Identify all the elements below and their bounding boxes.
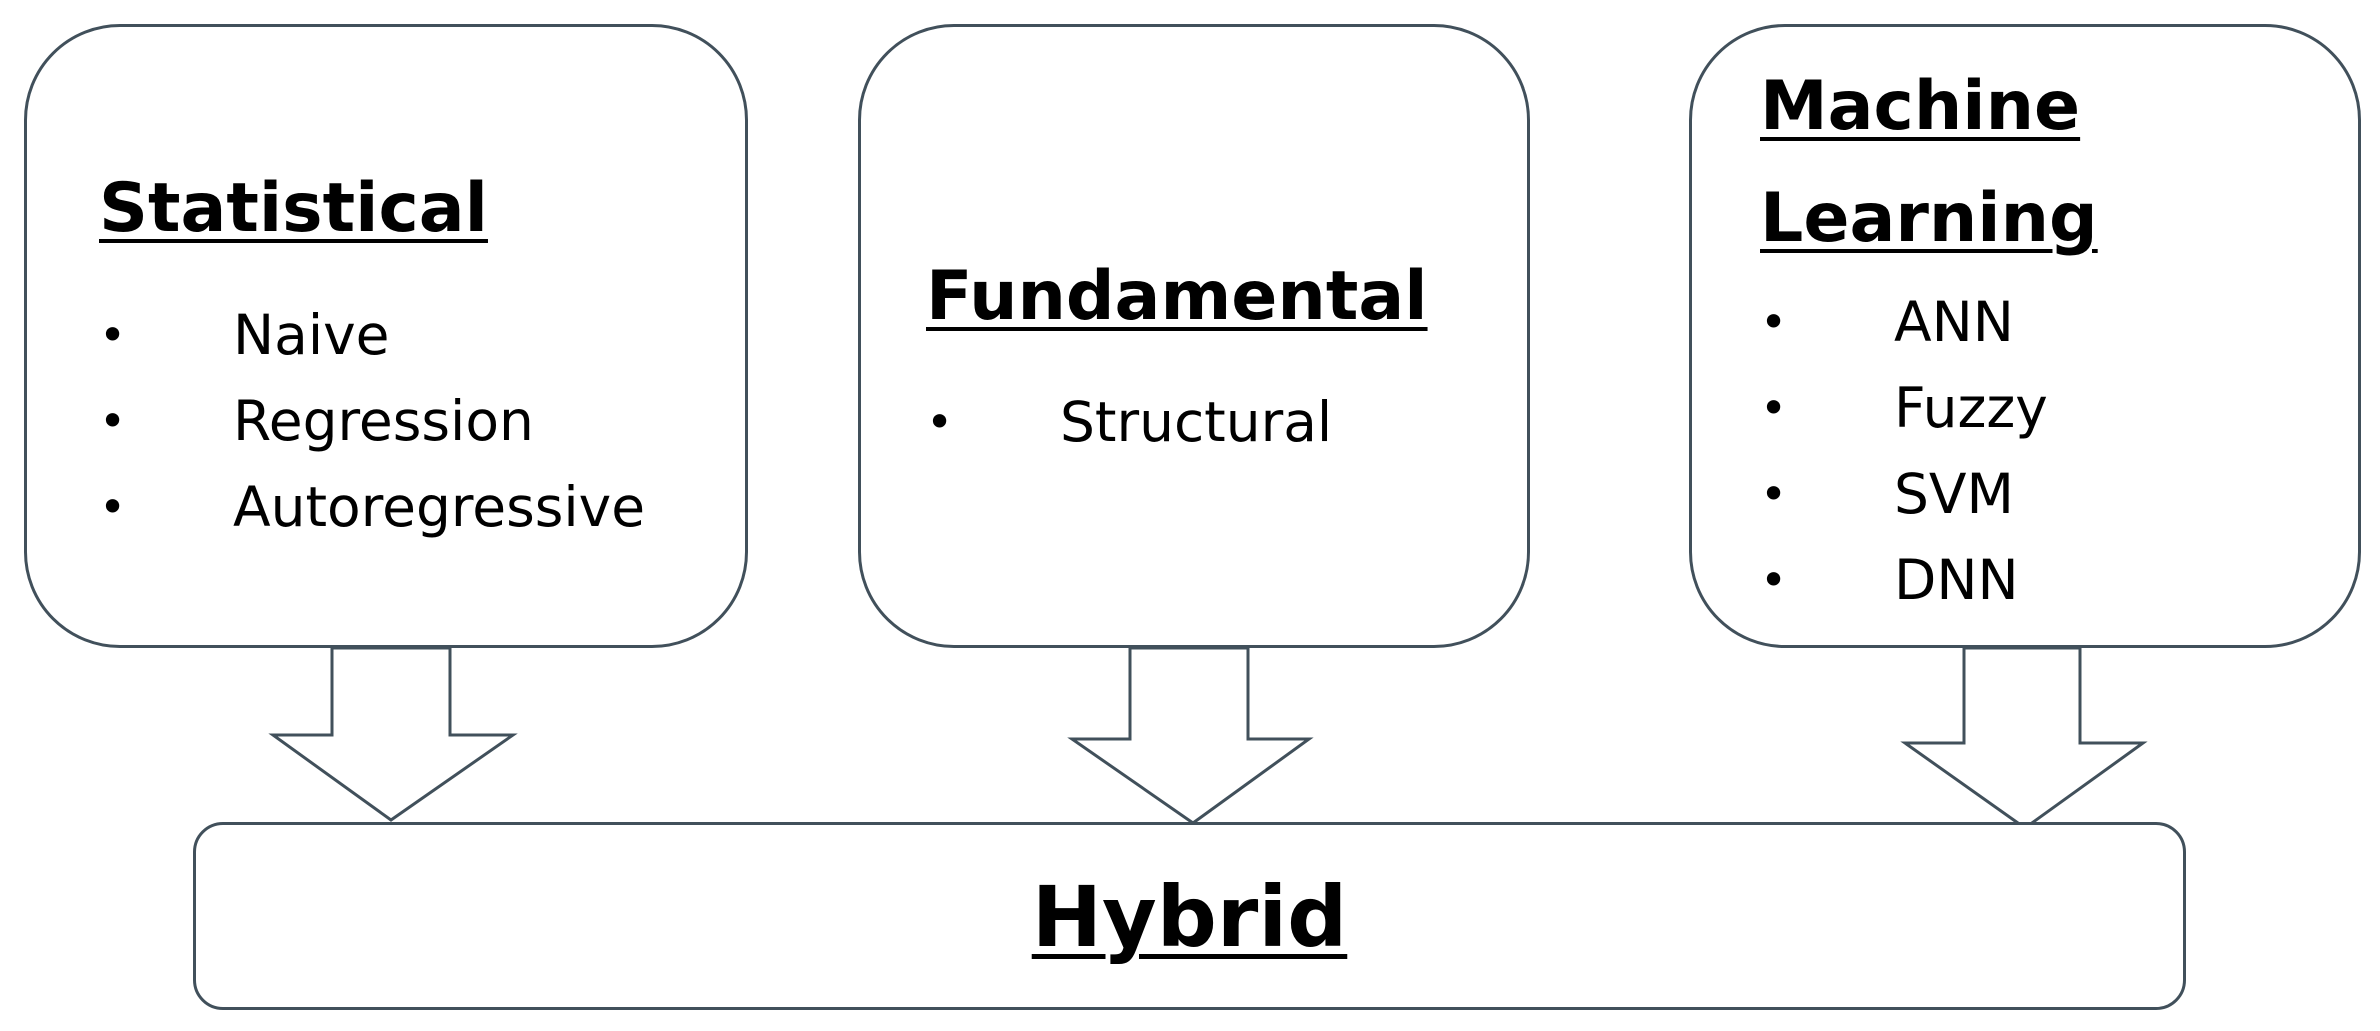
machine-learning-box: Machine Learning • ANN • Fuzzy • SVM • DNN bbox=[1689, 24, 2361, 648]
list-item: • Fuzzy bbox=[1760, 365, 2048, 451]
list-item: • Structural bbox=[926, 379, 1332, 465]
bullet-icon: • bbox=[1760, 467, 1788, 521]
list-item: • ANN bbox=[1760, 279, 2048, 365]
hybrid-box: Hybrid bbox=[193, 822, 2186, 1010]
machine-learning-list: • ANN • Fuzzy • SVM • DNN bbox=[1760, 279, 2048, 623]
machine-learning-title: Machine Learning bbox=[1760, 67, 2098, 258]
fundamental-list: • Structural bbox=[926, 379, 1332, 465]
bullet-icon: • bbox=[99, 480, 127, 534]
down-arrow-icon bbox=[1067, 646, 1314, 825]
bullet-icon: • bbox=[1760, 381, 1788, 435]
down-arrow-icon bbox=[1900, 646, 2148, 830]
statistical-box: Statistical • Naive • Regression • Autoregr… bbox=[24, 24, 748, 648]
list-item-label: Autoregressive bbox=[233, 475, 646, 539]
list-item: • Autoregressive bbox=[99, 464, 645, 550]
list-item-label: Fuzzy bbox=[1894, 376, 2048, 440]
bullet-icon: • bbox=[99, 394, 127, 448]
list-item: • DNN bbox=[1760, 537, 2048, 623]
fundamental-box: Fundamental • Structural bbox=[858, 24, 1530, 648]
list-item: • SVM bbox=[1760, 451, 2048, 537]
bullet-icon: • bbox=[1760, 553, 1788, 607]
statistical-list: • Naive • Regression • Autoregressive bbox=[99, 292, 645, 550]
bullet-icon: • bbox=[99, 308, 127, 362]
down-arrow-icon bbox=[268, 646, 518, 822]
bullet-icon: • bbox=[926, 395, 954, 449]
list-item: • Naive bbox=[99, 292, 645, 378]
statistical-title: Statistical bbox=[99, 169, 488, 248]
fundamental-title: Fundamental bbox=[926, 257, 1428, 336]
list-item-label: SVM bbox=[1894, 462, 2014, 526]
bullet-icon: • bbox=[1760, 295, 1788, 349]
list-item-label: Structural bbox=[1060, 390, 1333, 454]
list-item-label: Naive bbox=[233, 303, 390, 367]
list-item-label: Regression bbox=[233, 389, 534, 453]
list-item-label: DNN bbox=[1894, 548, 2019, 612]
list-item: • Regression bbox=[99, 378, 645, 464]
list-item-label: ANN bbox=[1894, 290, 2014, 354]
hybrid-title: Hybrid bbox=[1031, 868, 1348, 966]
